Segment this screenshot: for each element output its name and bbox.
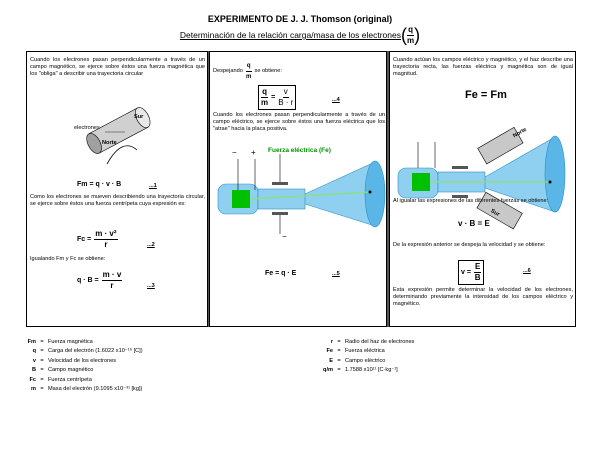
legend-equals: =	[40, 357, 44, 364]
legend-row: q = Carga del electrón (1.6022 x10⁻¹⁹ [C])	[20, 347, 143, 356]
legend-symbol: q	[32, 348, 36, 355]
legend-equals: =	[337, 348, 341, 355]
page-title: EXPERIMENTO DE J. J. Thomson (original)	[207, 14, 393, 24]
legend-symbol: Fe	[326, 348, 333, 355]
subtitle-text: Determinación de la relación carga/masa …	[179, 29, 401, 40]
magnet-diagram	[86, 107, 151, 165]
equation-4-ref: ...4	[332, 97, 340, 103]
legend-description: Carga del electrón (1.6022 x10⁻¹⁹ [C])	[48, 348, 143, 355]
divider	[387, 51, 389, 327]
legend-symbol: Fm	[27, 339, 36, 345]
equation-6-ref: ...6	[523, 268, 531, 274]
legend-description: Masa del electrón (9.1095 x10⁻³¹ [kg])	[48, 386, 143, 393]
legend-equals: =	[40, 386, 44, 393]
panel1-text3: Igualando Fm y Fc se obtiene:	[30, 256, 106, 262]
big-equation: Fe = Fm	[465, 89, 507, 101]
panel3-text4: Esta expresión permite determinar la vel…	[393, 287, 573, 307]
norte-label: Norte	[102, 140, 117, 146]
panel-magnetic-field: Cuando los electrones pasan perpendicula…	[26, 51, 208, 327]
legend-row: q/m = 1.7588 x10¹¹ [C·kg⁻¹]	[317, 366, 414, 375]
legend-row: v = Velocidad de los electrones	[20, 357, 143, 366]
panel1-intro: Cuando los electrones pasan perpendicula…	[30, 57, 205, 77]
legend-equals: =	[40, 339, 44, 345]
legend-description: Fuerza magnética	[48, 339, 93, 345]
legend-description: Fuerza centrípeta	[48, 376, 92, 383]
legend-symbol: v	[32, 357, 36, 364]
legend-row: E = Campo eléctrico	[317, 357, 414, 366]
panel2-text2: Cuando los electrones pasan perpendicula…	[213, 112, 385, 132]
legend-equals: =	[337, 339, 341, 345]
minus-sign: −	[232, 148, 237, 157]
legend-symbol: B	[31, 367, 36, 374]
panel1-text2: Como los electrones se mueven describien…	[30, 194, 205, 207]
legend-equals: =	[40, 367, 44, 374]
equation-3-ref: ...3	[147, 283, 155, 289]
legend-symbol: r	[330, 339, 333, 345]
legend-row: Fc = Fuerza centrípeta	[20, 376, 143, 385]
equation-2-ref: ...2	[147, 242, 155, 248]
legend-description: Radio del haz de electrones	[345, 339, 415, 345]
legend-equals: =	[337, 367, 341, 374]
combined-tube-diagram	[397, 126, 566, 230]
legend-row: m = Masa del electrón (9.1095 x10⁻³¹ [kg])	[20, 385, 143, 394]
legend-row: r = Radio del haz de electrones	[317, 338, 415, 347]
sur-label: Sur	[134, 114, 144, 120]
equation-1: Fm = q · v · B	[77, 181, 122, 188]
legend-equals: =	[40, 348, 44, 355]
legend-symbol: Fc	[29, 376, 36, 383]
velocity-equation: v · B = E	[458, 219, 490, 228]
legend-description: Campo magnético	[48, 367, 94, 374]
cathode-tube-diagram	[217, 154, 386, 234]
legend-description: 1.7588 x10¹¹ [C·kg⁻¹]	[345, 367, 398, 374]
legend-symbol: q/m	[323, 367, 333, 374]
legend-description: Velocidad de los electrones	[48, 357, 117, 364]
legend-left: Fm = Fuerza magnética q = Carga del electrón …	[20, 338, 143, 394]
legend-description: Fuerza eléctrica	[345, 348, 385, 355]
legend-equals: =	[40, 376, 44, 383]
legend-row: Fe = Fuerza eléctrica	[317, 347, 414, 356]
electron-label: electrones	[74, 125, 100, 131]
equation-5: Fe = q · E	[265, 270, 297, 277]
plus-sign: +	[251, 148, 256, 157]
force-label: Fuerza eléctrica (Fe)	[268, 147, 331, 154]
panel-combined-fields: Cuando actúan los campos eléctrico y mag…	[389, 51, 576, 327]
legend-symbol: E	[329, 357, 333, 364]
legend-row: Fm = Fuerza magnética	[20, 338, 143, 347]
legend-symbol: m	[31, 386, 36, 393]
equation-5-ref: ...5	[332, 271, 340, 277]
legend-description: Campo eléctrico	[345, 357, 386, 364]
equation-1-ref: ...1	[149, 183, 157, 189]
page-subtitle: Determinación de la relación carga/masa …	[179, 25, 421, 45]
legend-row: B = Campo magnético	[20, 366, 143, 375]
minus-sign: −	[282, 232, 287, 241]
panel3-text3: De la expresión anterior se despeja la v…	[393, 242, 546, 248]
legend-equals: =	[337, 357, 341, 364]
panel3-intro: Cuando actúan los campos eléctrico y mag…	[393, 57, 573, 77]
panel3-text2: Al igualar las expresiones de las difere…	[393, 198, 549, 204]
